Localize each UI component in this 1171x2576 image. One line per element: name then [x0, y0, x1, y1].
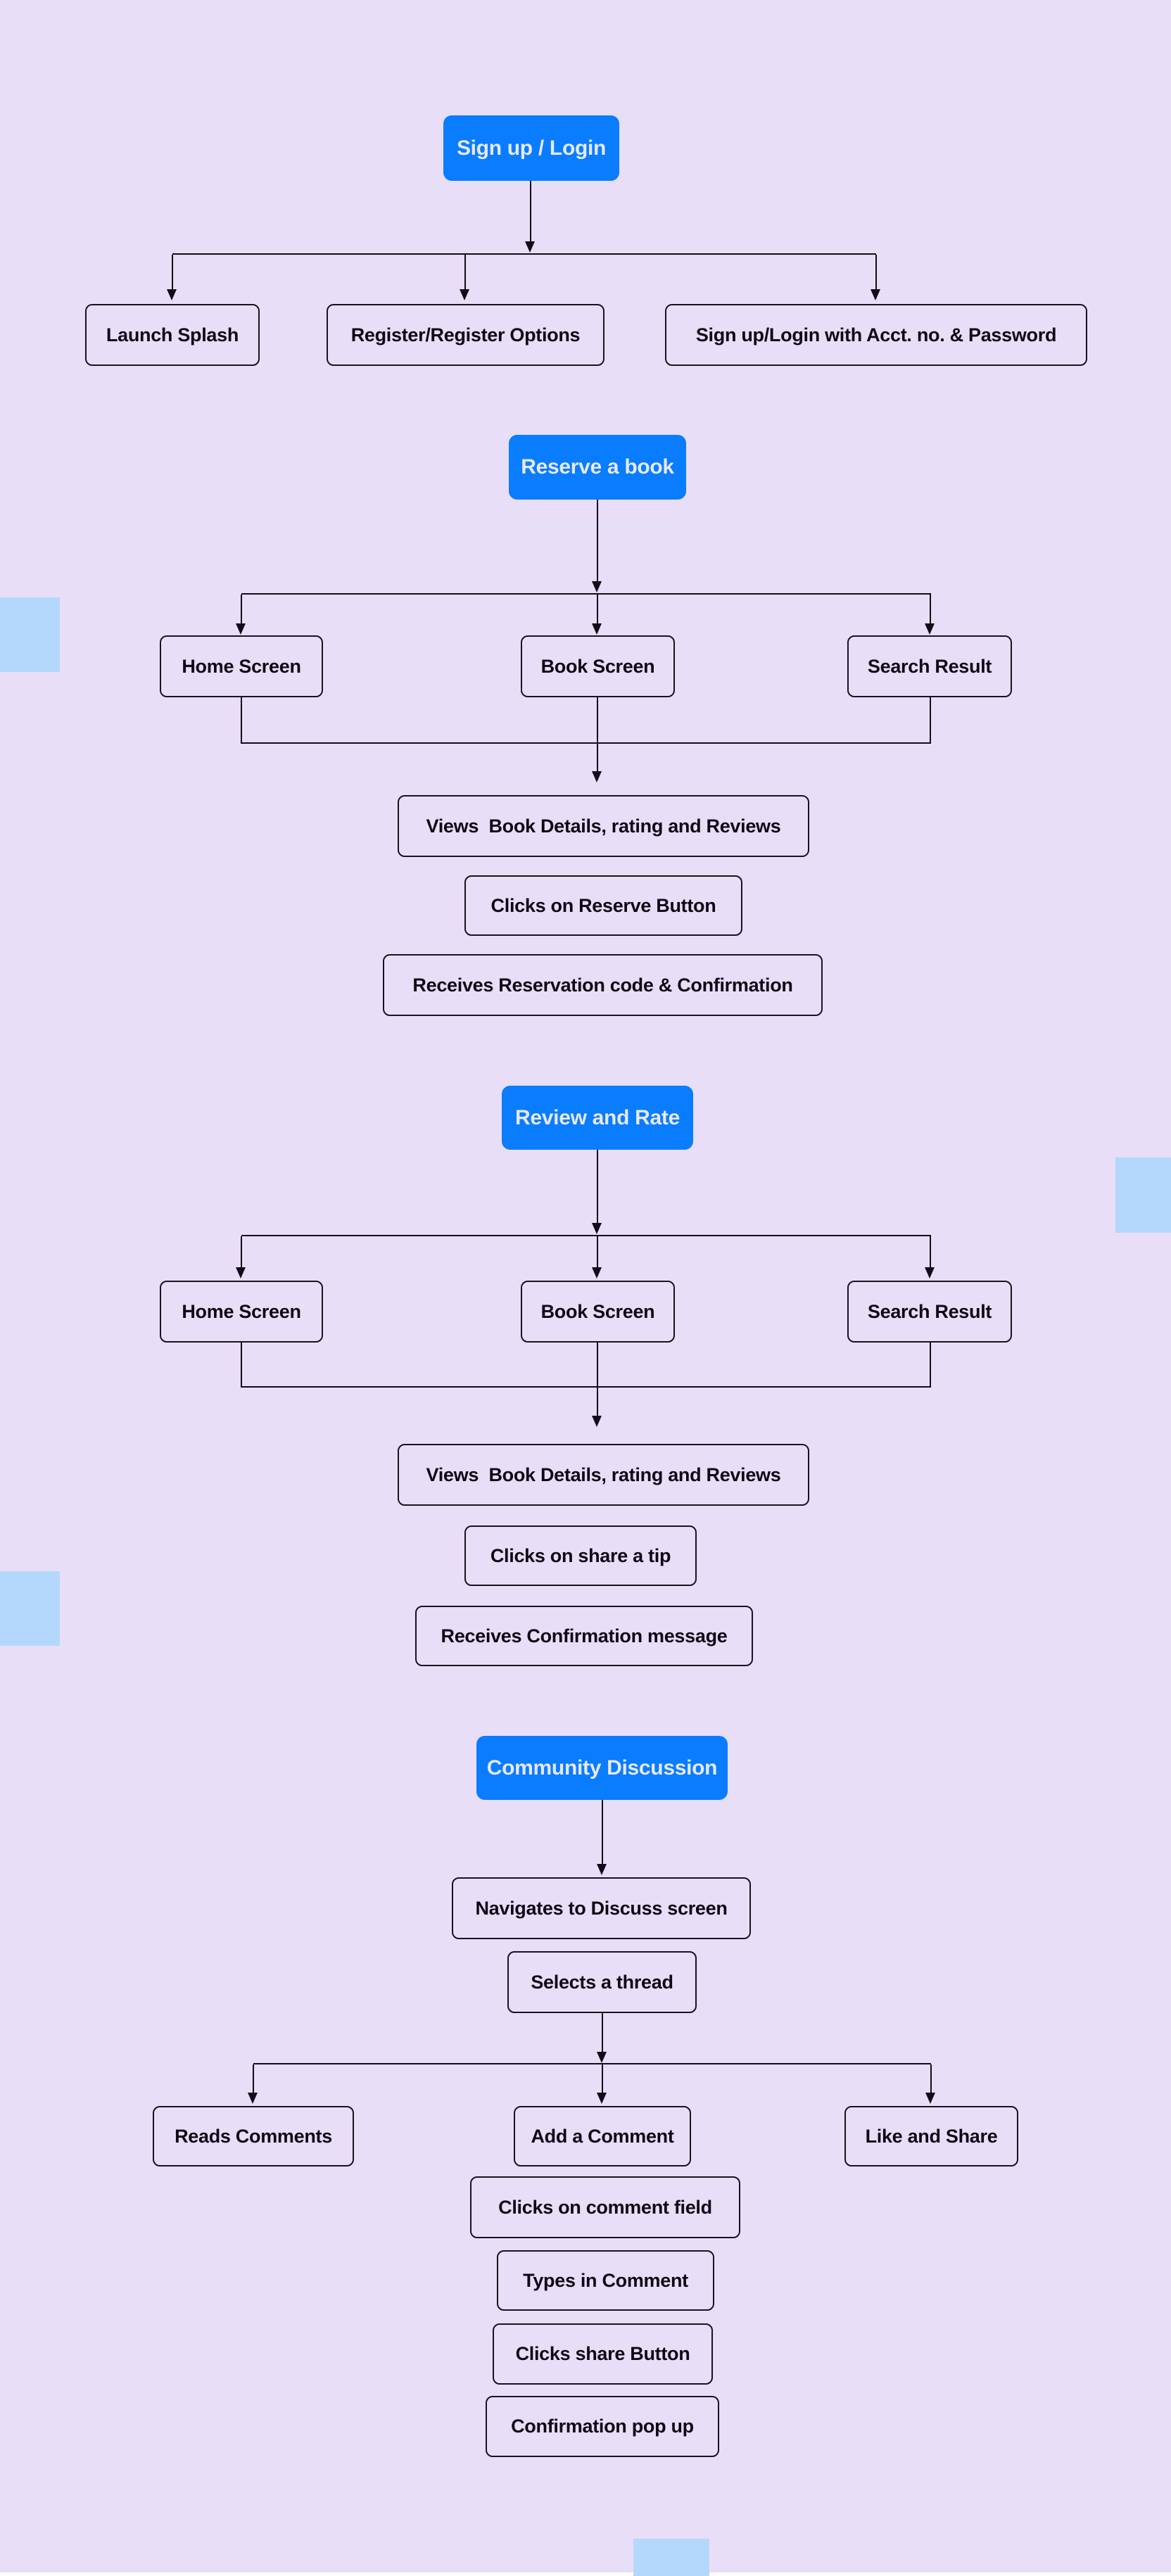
flow-node-reads-comments: Reads Comments	[153, 2106, 354, 2166]
connector-vline	[253, 2064, 254, 2093]
connector-vline	[241, 595, 242, 623]
connector-vline	[930, 2064, 932, 2093]
flow-node-views-book-details-2: Views Book Details, rating and Reviews	[398, 1444, 809, 1506]
connector-vline	[875, 255, 877, 289]
connector-hline	[241, 1235, 931, 1236]
connector-hline	[241, 593, 931, 595]
flow-node-clicks-reserve-button: Clicks on Reserve Button	[464, 875, 742, 936]
connector-vline	[241, 1236, 242, 1267]
arrowhead-down	[167, 289, 177, 300]
connector-hline	[241, 1386, 931, 1388]
flow-node-clicks-share-a-tip: Clicks on share a tip	[464, 1525, 697, 1586]
connector-vline	[241, 697, 242, 744]
arrowhead-down	[925, 1267, 935, 1279]
flow-node-like-and-share: Like and Share	[844, 2106, 1018, 2166]
connector-hline	[172, 253, 876, 255]
connector-hline	[253, 2063, 931, 2064]
flow-node-review-and-rate: Review and Rate	[502, 1086, 693, 1150]
arrowhead-down	[248, 2093, 258, 2104]
arrowhead-down	[597, 1864, 607, 1875]
bottom-edge-strip	[0, 2572, 1171, 2576]
connector-vline	[930, 1236, 931, 1267]
flow-node-selects-a-thread: Selects a thread	[507, 1951, 697, 2013]
arrowhead-down	[597, 2093, 607, 2104]
flow-node-add-a-comment: Add a Comment	[514, 2106, 691, 2166]
decor-rect-left-1	[0, 597, 60, 672]
decor-rect-left-2	[0, 1571, 60, 1646]
connector-vline	[602, 2013, 603, 2052]
arrowhead-down	[592, 1223, 602, 1234]
connector-vline	[930, 1343, 931, 1388]
connector-vline	[530, 181, 531, 242]
flow-node-views-book-details-1: Views Book Details, rating and Reviews	[398, 795, 809, 857]
flow-node-reserve-a-book: Reserve a book	[509, 435, 686, 500]
flow-node-confirmation-pop-up: Confirmation pop up	[486, 2396, 719, 2457]
flow-node-sign-up-login: Sign up / Login	[443, 115, 619, 181]
flow-node-book-screen-1: Book Screen	[521, 635, 675, 697]
arrowhead-down	[592, 1267, 602, 1279]
flow-node-community-discussion: Community Discussion	[476, 1736, 728, 1800]
flow-node-navigates-discuss-screen: Navigates to Discuss screen	[452, 1877, 751, 1939]
flow-node-receives-reservation-code: Receives Reservation code & Confirmation	[383, 954, 823, 1016]
connector-vline	[241, 1343, 242, 1388]
arrowhead-down	[236, 1267, 246, 1279]
flow-node-types-in-comment: Types in Comment	[497, 2250, 714, 2311]
connector-vline	[597, 1150, 598, 1224]
flow-node-search-result-1: Search Result	[847, 635, 1012, 697]
connector-vline	[597, 595, 598, 623]
flow-node-home-screen-1: Home Screen	[160, 635, 323, 697]
arrowhead-down	[592, 771, 602, 782]
flow-node-clicks-share-button: Clicks share Button	[493, 2323, 713, 2385]
decor-rect-bottom	[633, 2539, 709, 2576]
connector-vline	[602, 2064, 603, 2093]
arrowhead-down	[925, 2093, 935, 2104]
flow-node-home-screen-2: Home Screen	[160, 1281, 323, 1343]
arrowhead-down	[871, 289, 880, 300]
arrowhead-down	[592, 623, 602, 635]
arrowhead-down	[460, 289, 469, 300]
arrowhead-down	[236, 623, 246, 635]
arrowhead-down	[597, 2052, 607, 2063]
connector-vline	[930, 697, 931, 744]
connector-vline	[172, 255, 173, 289]
connector-vline	[597, 697, 598, 771]
connector-hline	[241, 742, 931, 744]
arrowhead-down	[525, 241, 535, 253]
decor-rect-right	[1115, 1157, 1171, 1233]
flow-node-register-options: Register/Register Options	[327, 304, 605, 366]
connector-vline	[930, 595, 931, 623]
connector-vline	[597, 1236, 598, 1267]
flow-node-launch-splash: Launch Splash	[85, 304, 260, 366]
flow-node-login-acct-password: Sign up/Login with Acct. no. & Password	[665, 304, 1087, 366]
arrowhead-down	[592, 1416, 602, 1427]
arrowhead-down	[592, 581, 602, 592]
flow-node-search-result-2: Search Result	[847, 1281, 1012, 1343]
connector-vline	[597, 500, 598, 582]
flow-node-clicks-comment-field: Clicks on comment field	[470, 2176, 740, 2238]
connector-vline	[597, 1343, 598, 1416]
flow-node-receives-confirmation-message: Receives Confirmation message	[415, 1606, 753, 1666]
connector-vline	[464, 255, 466, 289]
arrowhead-down	[925, 623, 935, 635]
connector-vline	[602, 1800, 603, 1864]
flow-node-book-screen-2: Book Screen	[521, 1281, 675, 1343]
